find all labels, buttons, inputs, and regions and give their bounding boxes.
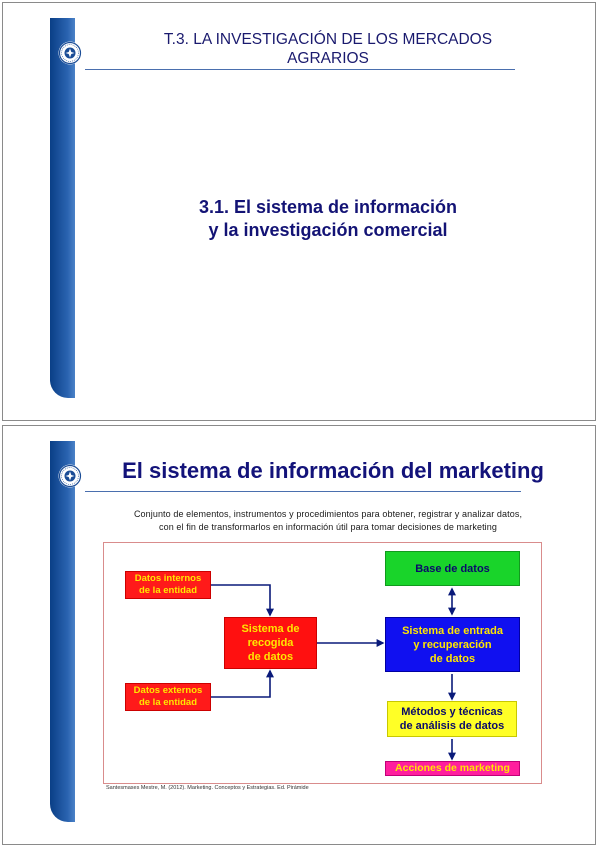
input-retrieval-label-3: de datos — [429, 652, 476, 665]
source-citation: Santesmases Mestre, M. (2012). Marketing… — [106, 785, 309, 791]
input-retrieval-system-box: Sistema de entrada y recuperación de dat… — [385, 617, 520, 672]
input-retrieval-label-1: Sistema de entrada — [402, 624, 503, 637]
slide-1: T.3. LA INVESTIGACIÓN DE LOS MERCADOS AG… — [2, 2, 596, 421]
external-data-label-1: Datos externos — [133, 685, 203, 696]
database-box: Base de datos — [385, 551, 520, 586]
arrow-internos-to-recogida — [211, 584, 274, 617]
course-title: T.3. LA INVESTIGACIÓN DE LOS MERCADOS AG… — [123, 30, 533, 68]
internal-data-label-2: de la entidad — [138, 585, 198, 596]
definition-line-2: con el fin de transformarlos en informac… — [159, 522, 497, 532]
definition-text: Conjunto de elementos, instrumentos y pr… — [98, 508, 558, 534]
diagram-arrows — [211, 584, 456, 761]
university-seal-icon — [58, 464, 82, 488]
external-data-label-2: de la entidad — [138, 697, 198, 708]
course-title-line-2: AGRARIOS — [287, 50, 369, 67]
analysis-methods-box: Métodos y técnicas de análisis de datos — [387, 701, 517, 737]
external-data-box: Datos externos de la entidad — [125, 683, 211, 711]
analysis-methods-label-2: de análisis de datos — [399, 720, 505, 732]
internal-data-label-1: Datos internos — [134, 573, 202, 584]
marketing-actions-box: Acciones de marketing — [385, 761, 520, 776]
analysis-methods-label-1: Métodos y técnicas — [401, 706, 503, 718]
data-collection-label-1: Sistema de — [241, 623, 300, 635]
slide-title: El sistema de información del marketing — [122, 458, 544, 483]
marketing-actions-label: Acciones de marketing — [395, 762, 510, 774]
section-title-line-1: 3.1. El sistema de información — [198, 197, 458, 217]
information-system-diagram: Datos internos de la entidad Datos exter… — [103, 542, 542, 784]
title-divider — [85, 69, 515, 70]
slide-sidebar — [50, 441, 75, 822]
title-divider — [85, 491, 521, 492]
data-collection-label-2: recogida — [247, 637, 294, 649]
definition-line-1: Conjunto de elementos, instrumentos y pr… — [133, 509, 523, 519]
input-retrieval-label-2: y recuperación — [413, 638, 492, 651]
slide-2: El sistema de información del marketing … — [2, 425, 596, 845]
section-title: 3.1. El sistema de información y la inve… — [113, 196, 543, 242]
section-title-line-2: y la investigación comercial — [208, 220, 448, 240]
database-label: Base de datos — [415, 562, 490, 575]
arrow-externos-to-recogida — [211, 669, 274, 698]
data-collection-label-3: de datos — [247, 651, 294, 663]
internal-data-box: Datos internos de la entidad — [125, 571, 211, 599]
course-title-line-1: T.3. LA INVESTIGACIÓN DE LOS MERCADOS — [163, 31, 493, 48]
university-seal-icon — [58, 41, 82, 65]
data-collection-system-box: Sistema de recogida de datos — [224, 617, 317, 669]
slide-sidebar — [50, 18, 75, 398]
